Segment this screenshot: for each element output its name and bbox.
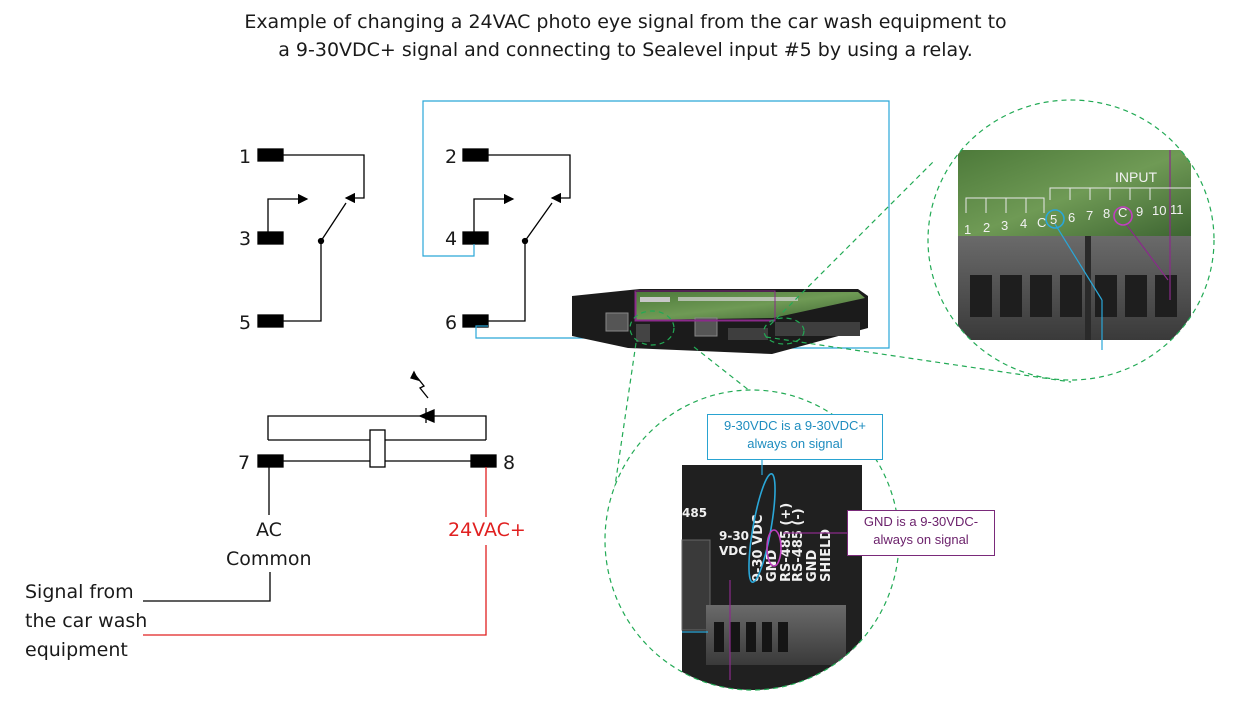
pin-5-terminal [257, 314, 284, 328]
pin-number-3: 3 [239, 228, 251, 250]
signal-label-2: the car wash [25, 610, 148, 632]
ac-common-label-2: Common [226, 548, 312, 570]
power-terminal-label: GND [805, 549, 820, 582]
pin-number-1: 1 [239, 146, 251, 168]
pin-4-terminal [462, 231, 489, 245]
signal-label-3: equipment [25, 639, 128, 661]
relay-coil [143, 370, 497, 602]
vdc-label-2: VDC [719, 544, 747, 558]
input-terminal-label: 11 [1170, 202, 1184, 217]
input-terminal-label: C [1037, 215, 1046, 230]
pin-number-7: 7 [238, 452, 250, 474]
input-terminal-label: 6 [1068, 210, 1075, 225]
callout-vdc-plus-line-1: 9-30VDC is a 9-30VDC+ [724, 418, 866, 433]
input-header: INPUT [1115, 169, 1157, 185]
red-24vac-wire [143, 467, 487, 636]
diagram-title: Example of changing a 24VAC photo eye si… [0, 8, 1251, 64]
vdc-label-1: 9-30 [719, 529, 749, 543]
callout-vdc-plus-line-2: always on signal [747, 436, 843, 451]
input-terminal-label: 7 [1086, 208, 1093, 223]
pin-2-terminal [462, 148, 489, 162]
pin-6-terminal [462, 314, 489, 328]
pin-3-terminal [257, 231, 284, 245]
callout-vdc-plus: 9-30VDC is a 9-30VDC+ always on signal [707, 414, 883, 460]
input-terminal-label: 3 [1001, 218, 1008, 233]
pin-number-6: 6 [445, 312, 457, 334]
input-terminal-label: 2 [983, 220, 990, 235]
input-terminal-label: 9 [1136, 204, 1143, 219]
pin-number-4: 4 [445, 228, 457, 250]
pin-number-2: 2 [445, 146, 457, 168]
callout-gnd: GND is a 9-30VDC- always on signal [847, 510, 995, 556]
pin-1-terminal [257, 148, 284, 162]
pin-7-terminal [257, 454, 284, 468]
callout-gnd-line-1: GND is a 9-30VDC- [863, 514, 979, 529]
title-line-1: Example of changing a 24VAC photo eye si… [244, 11, 1007, 33]
power-terminal-label: RS-485 (-) [791, 508, 806, 582]
callout-gnd-line-2: always on signal [873, 532, 969, 547]
relay-left-contacts [257, 148, 365, 328]
vac-plus-label: 24VAC+ [448, 519, 526, 541]
relay-right-contacts [462, 148, 571, 328]
pin-8-terminal [470, 454, 497, 468]
power-terminal-label: SHIELD [819, 529, 834, 582]
blue-wire [422, 100, 890, 349]
title-line-2: a 9-30VDC+ signal and connecting to Seal… [278, 39, 973, 61]
pin-number-8: 8 [503, 452, 515, 474]
zoom-connectors [609, 159, 1072, 521]
input-terminal-label: 1 [964, 222, 971, 237]
side-485-label: 485 [682, 506, 707, 520]
input-terminal-label: 10 [1152, 203, 1166, 218]
input-terminal-label: 5 [1050, 212, 1057, 227]
input-terminal-label: 8 [1103, 206, 1110, 221]
pin-number-5: 5 [239, 312, 251, 334]
input-terminal-label: C [1118, 205, 1127, 220]
input-terminal-label: 4 [1020, 216, 1027, 231]
power-terminal-label: RS-485 (+) [779, 503, 794, 582]
ac-common-label-1: AC [256, 519, 282, 541]
sealevel-device [572, 289, 868, 354]
pin-numbers: 1 2 3 4 5 6 7 8 [238, 146, 515, 474]
signal-label-1: Signal from [25, 581, 134, 603]
